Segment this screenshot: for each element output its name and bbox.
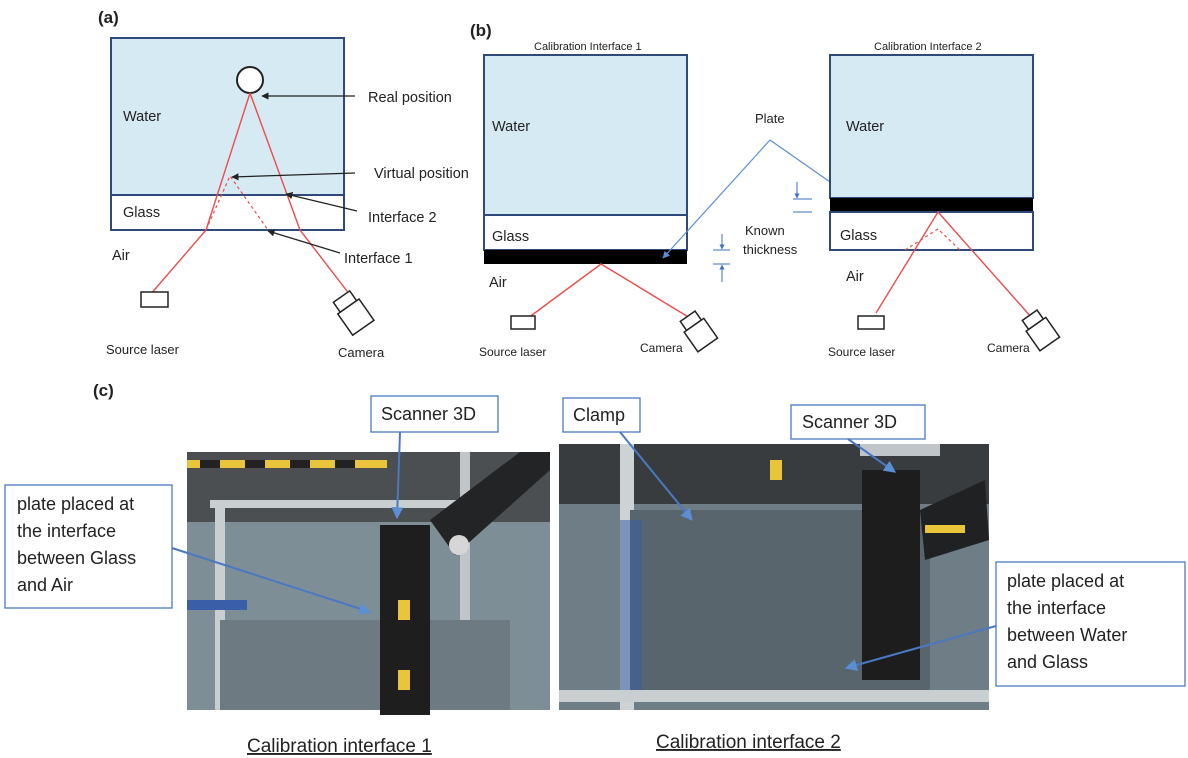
left-note-line-3: between Glass [17,548,136,568]
panel-c-letter: (c) [93,381,114,400]
panel-c: (c) [4,381,1186,757]
cal2-camera-label: Camera [987,341,1030,355]
cal1-title: Calibration Interface 1 [534,41,642,53]
cal2-glass [829,211,1034,251]
left-note-callout [4,484,173,609]
left-note-pointer [171,547,372,615]
scanner2-label: Scanner 3D [802,412,897,432]
cal1-camera-label: Camera [640,341,683,355]
glass-region [110,194,345,231]
clamp-pointer [619,431,693,521]
scanner1-label: Scanner 3D [381,404,476,424]
cal2-glass-label: Glass [840,228,877,244]
cal1-plate [484,250,687,264]
interface2-label: Interface 2 [368,210,437,226]
cal2-plate [830,198,1033,212]
cal1-glass-label: Glass [492,229,529,245]
known-label: Known [745,223,785,238]
left-note-line-4: and Air [17,575,73,595]
panel-a-letter: (a) [98,8,119,27]
cal1-camera-icon [679,310,719,353]
water-region [110,37,345,196]
cal1-rays [527,263,691,319]
cal2-air-label: Air [846,269,864,285]
interface1-label: Interface 1 [344,251,413,267]
scanner1-pointer [391,431,404,520]
photo-calibration-2 [559,444,989,710]
cal2-virtual-ray [904,228,961,251]
plate-pointer-1 [662,139,771,259]
real-position-marker [236,66,264,94]
thickness-label: thickness [743,242,798,257]
reflected-ray [249,92,351,296]
clamp-label: Clamp [573,405,625,425]
glass-label: Glass [123,205,160,221]
right-note-line-3: between Water [1007,625,1127,645]
virtual-position-label: Virtual position [374,166,469,182]
cal2-source-laser: Source laser [828,345,895,359]
cal1-source-laser: Source laser [479,345,546,359]
cal2-laser-icon [857,315,885,330]
caption-calibration-2: Calibration interface 2 [656,732,841,753]
camera-icon [332,289,376,337]
panel-b-letter: (b) [470,21,492,40]
water-label: Water [123,109,161,125]
cal2-rays [875,210,1033,319]
cal1-water-label: Water [492,119,530,135]
right-note-line-2: the interface [1007,598,1106,618]
source-laser-label: Source laser [106,342,180,357]
cal1-water [483,54,688,216]
virtual-ray [205,174,269,231]
real-position-label: Real position [368,90,452,106]
interface1-pointer [267,229,341,254]
cal2-water [829,54,1034,199]
scanner2-pointer [847,438,896,473]
right-note-text: plate placed at the interface between Wa… [1007,571,1132,672]
left-note-line-1: plate placed at [17,494,134,514]
camera-label: Camera [338,345,385,360]
right-note-line-4: and Glass [1007,652,1088,672]
interface2-pointer [285,192,358,212]
virtual-position-pointer [231,172,356,181]
cal1-laser-icon [510,315,536,330]
panel-b: (b) Calibration Interface 1 Calibration … [470,21,1061,359]
cal2-title: Calibration Interface 2 [874,41,982,53]
scanner1-callout [370,395,499,433]
caption-calibration-1: Calibration interface 1 [247,736,432,757]
clamp-callout [562,397,641,433]
laser-icon [140,291,169,308]
left-note-line-2: the interface [17,521,116,541]
left-note-text: plate placed at the interface between Gl… [17,494,141,595]
cal1-air-label: Air [489,275,507,291]
right-note-line-1: plate placed at [1007,571,1124,591]
right-note-callout [995,561,1186,687]
plate-label: Plate [755,111,785,126]
photo-calibration-1 [187,452,550,715]
right-note-pointer [844,625,997,671]
cal2-camera-icon [1021,309,1061,352]
scanner2-callout [790,404,926,440]
air-label: Air [112,248,130,264]
cal2-water-label: Water [846,119,884,135]
panel-a: (a) Water Glass Air Real position Virtua… [98,8,469,360]
